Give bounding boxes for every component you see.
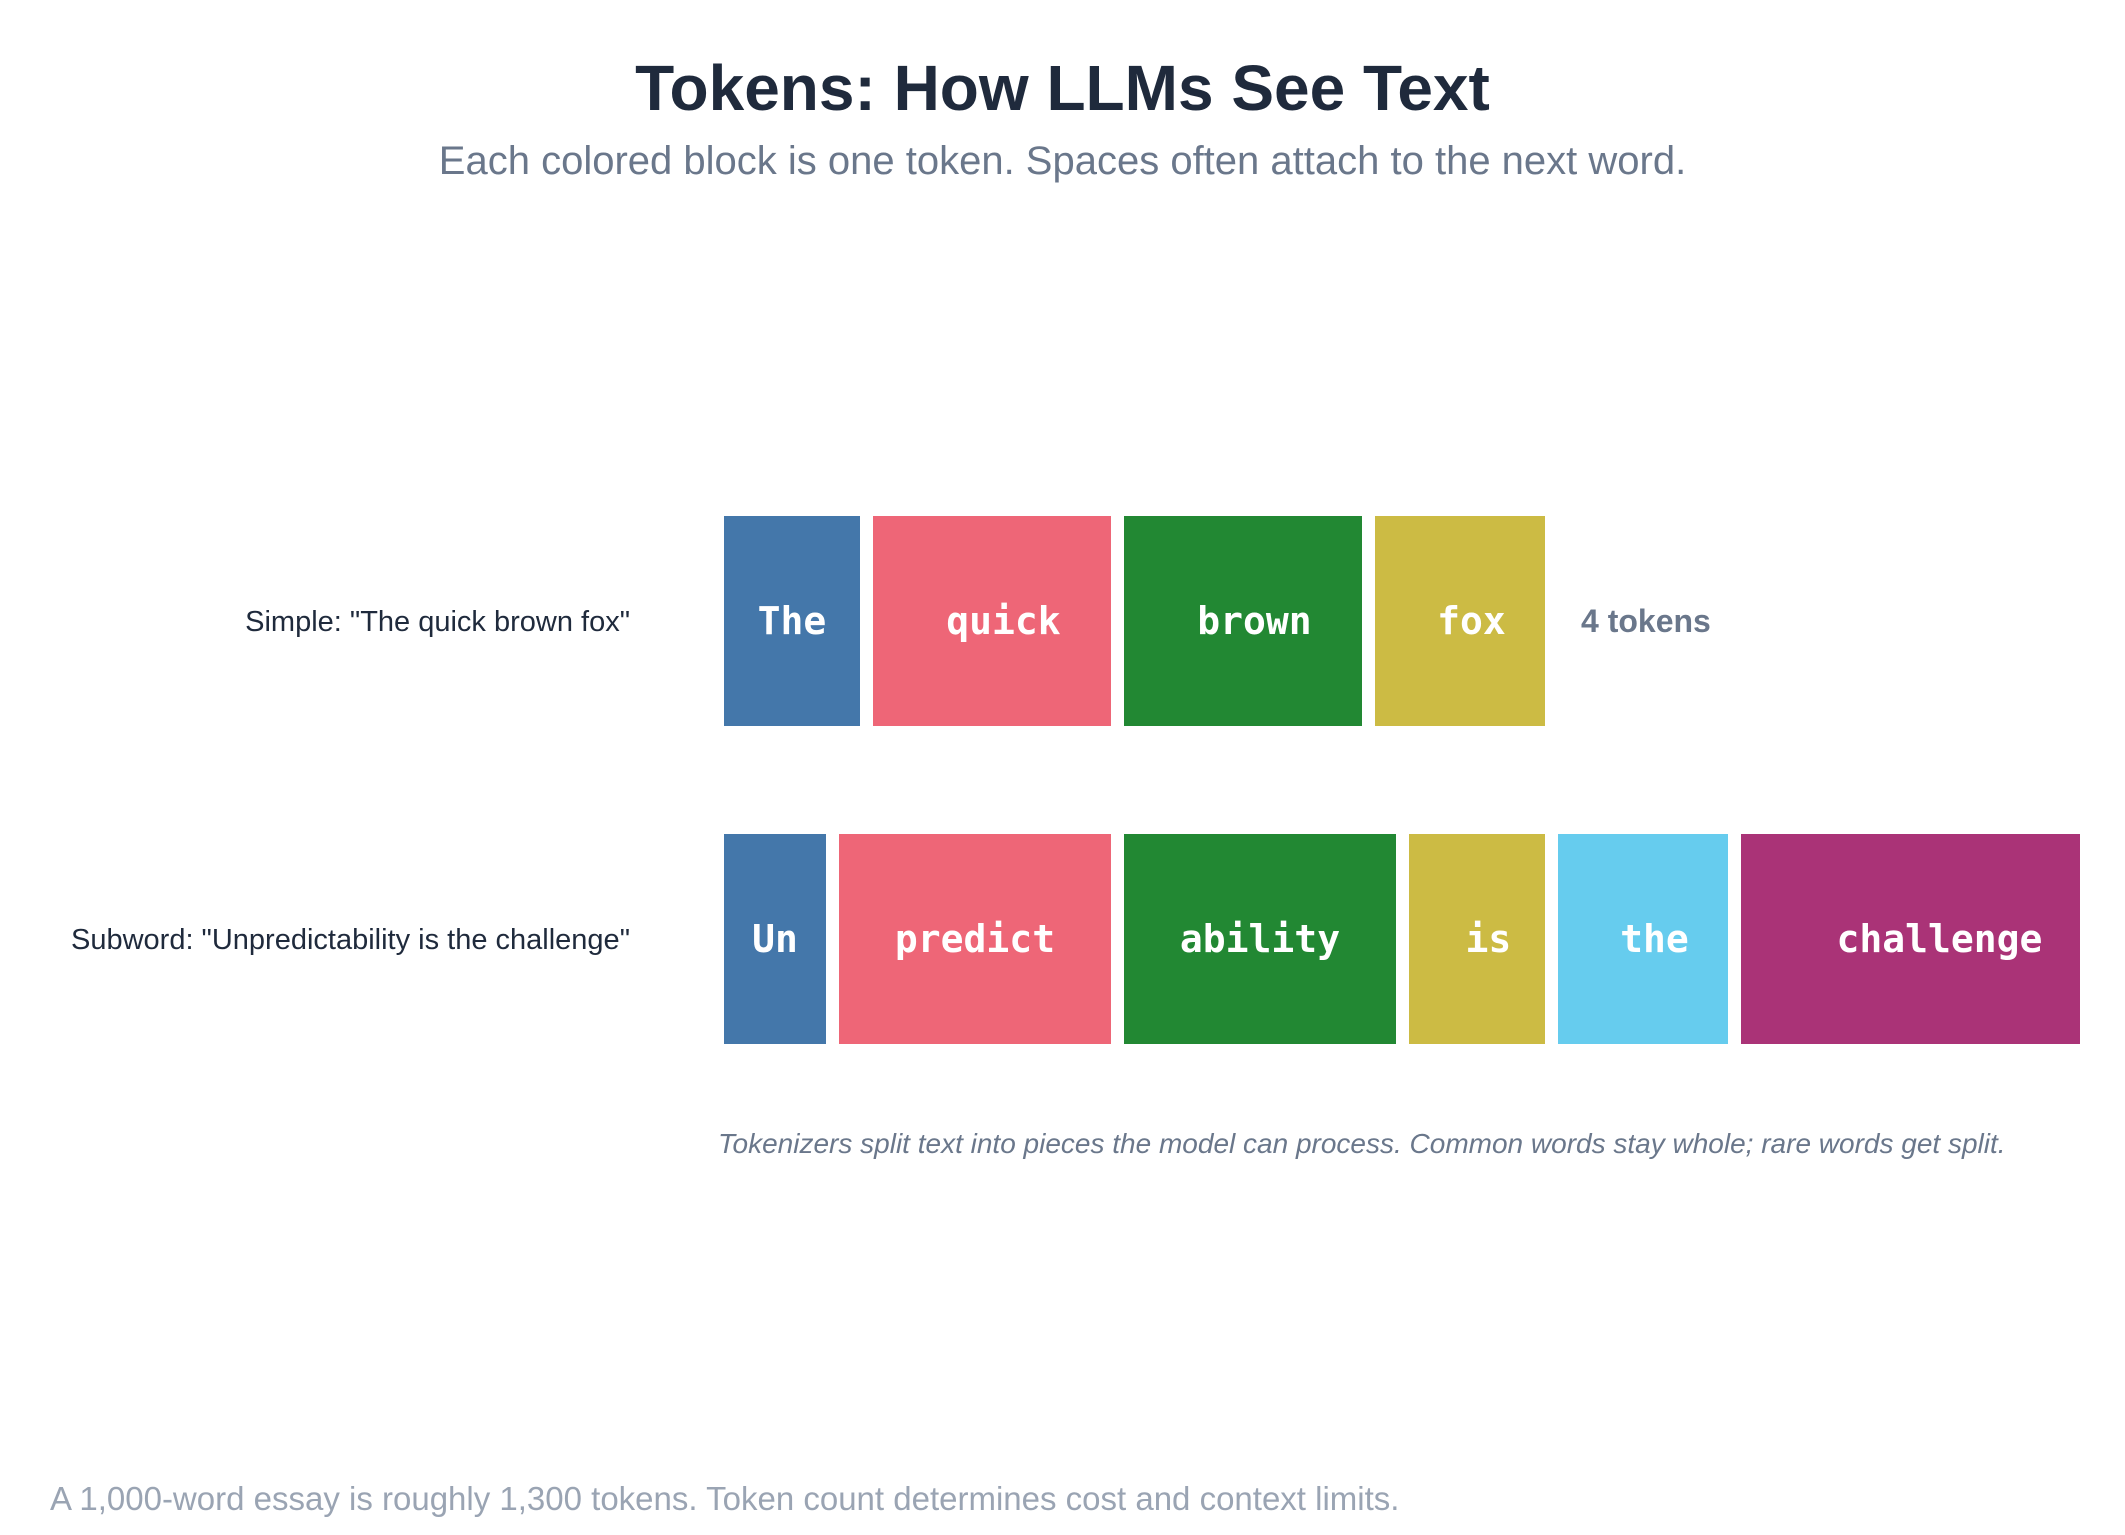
row-label-simple: Simple: "The quick brown fox" — [245, 606, 630, 638]
token-count-label: 4 tokens — [1581, 602, 1711, 639]
footer-note: A 1,000-word essay is roughly 1,300 toke… — [50, 1480, 1400, 1517]
row-label-subword: Subword: "Unpredictability is the challe… — [70, 924, 630, 956]
token-block: fox — [1375, 516, 1545, 726]
token-block: ability — [1124, 834, 1396, 1044]
token-block: brown — [1124, 516, 1362, 726]
page-subtitle: Each colored block is one token. Spaces … — [438, 139, 1687, 183]
token-block: predict — [839, 834, 1111, 1044]
token-block: the — [1558, 834, 1728, 1044]
page-title: Tokens: How LLMs See Text — [635, 52, 1490, 124]
token-block: challenge — [1741, 834, 2080, 1044]
explanation-caption: Tokenizers split text into pieces the mo… — [718, 1128, 2006, 1159]
token-block: Un — [724, 834, 826, 1044]
token-row-simple: The quick brown fox 4 tokens — [724, 516, 2080, 726]
token-block: quick — [873, 516, 1111, 726]
token-block: The — [724, 516, 860, 726]
token-row-subword: Unpredictability is the challenge6 token… — [724, 834, 2080, 1044]
token-block: is — [1409, 834, 1545, 1044]
